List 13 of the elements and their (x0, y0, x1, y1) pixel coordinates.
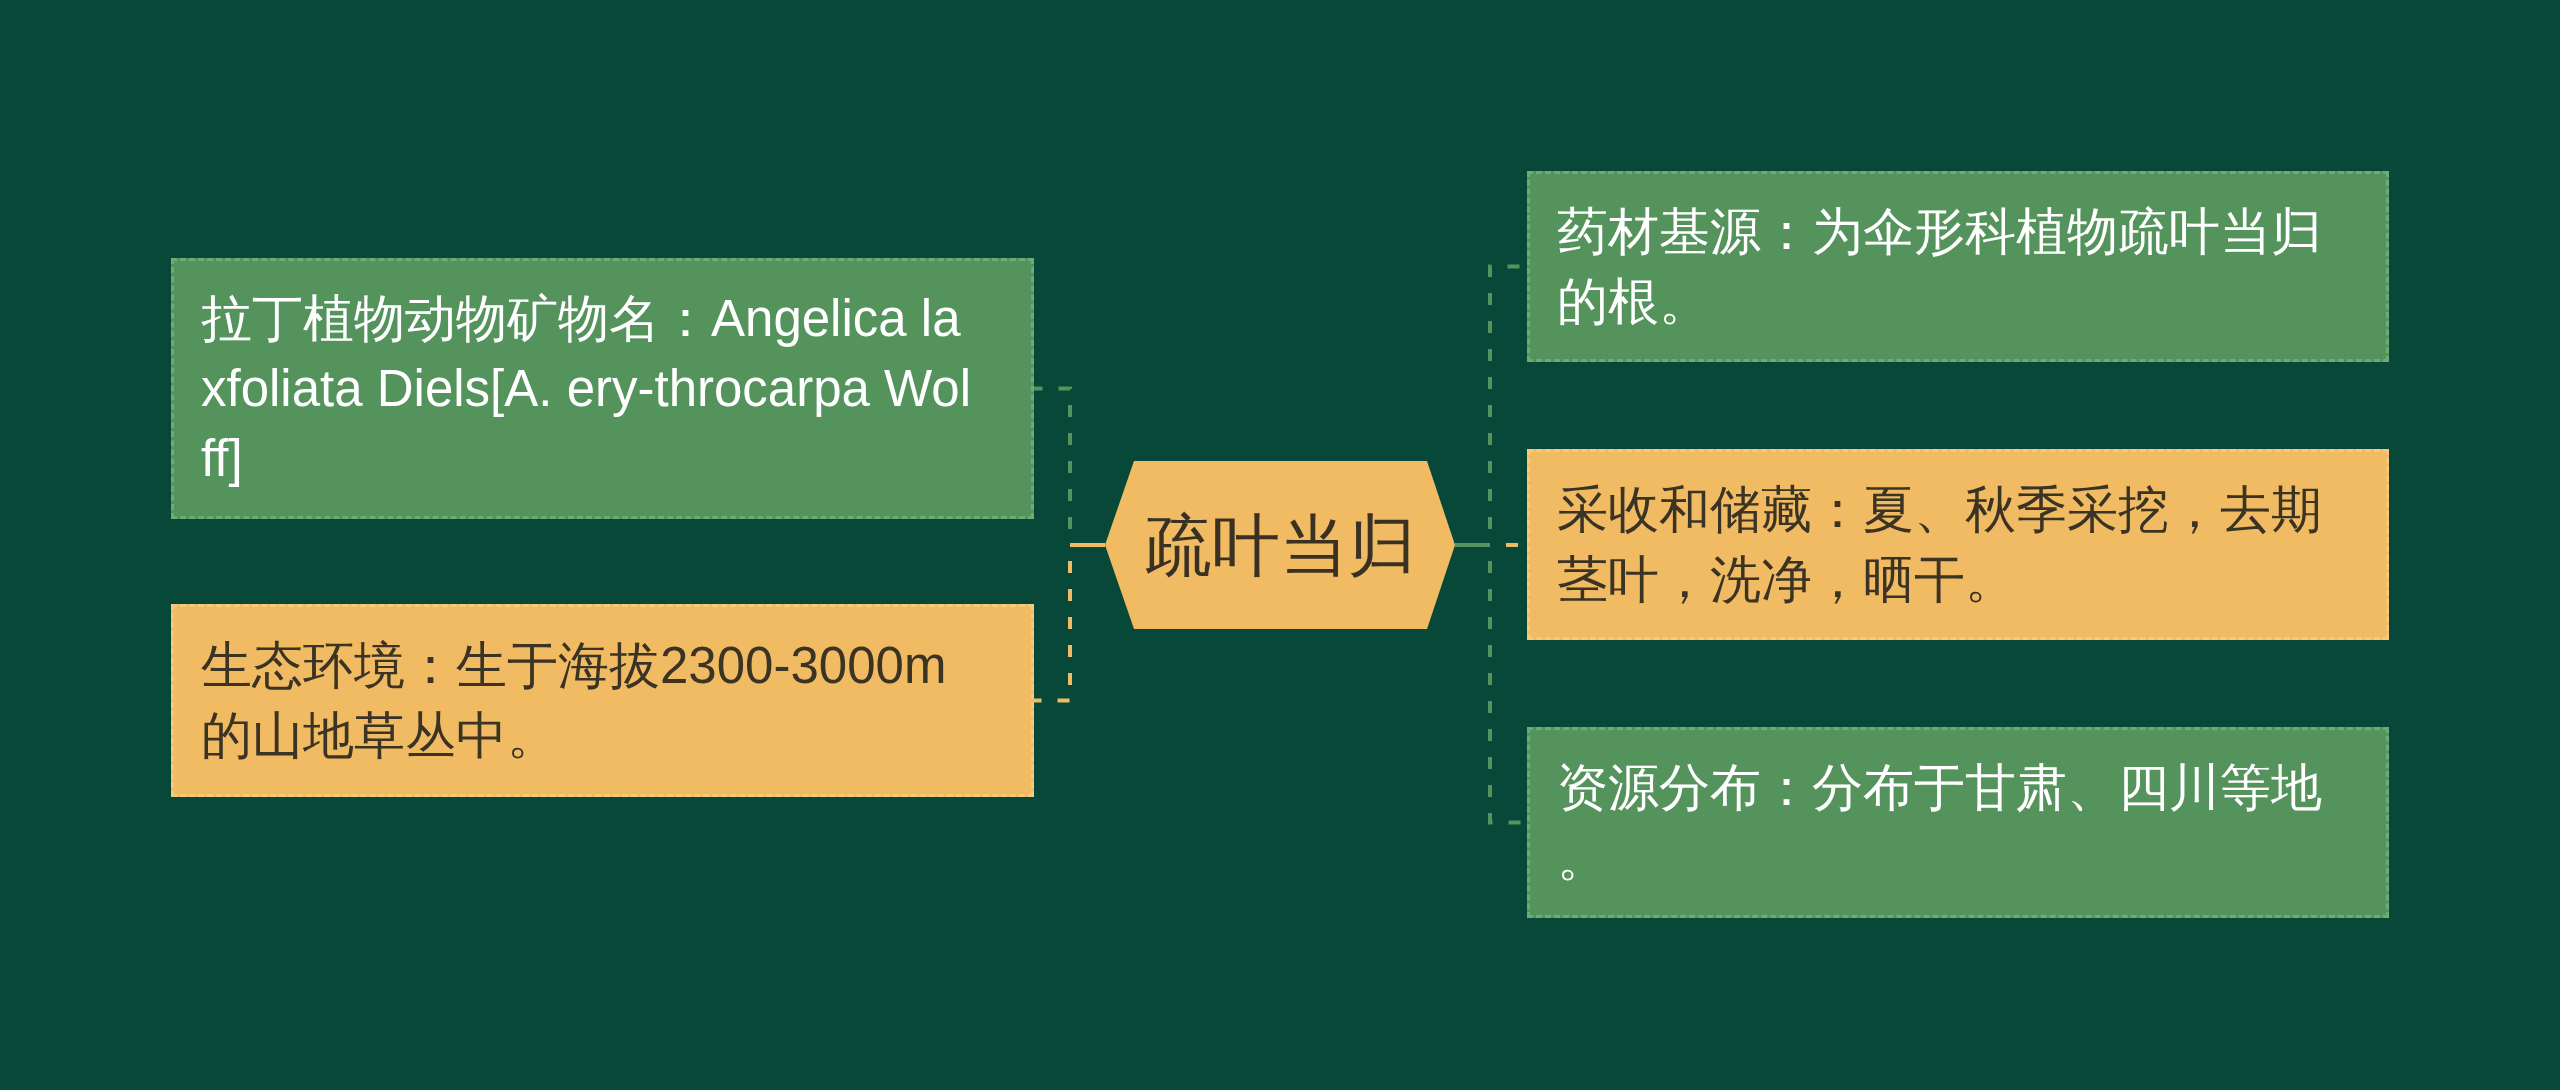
topic-card (171, 258, 1034, 519)
card-text: 采收和储藏：夏、秋季采挖，去期茎叶，洗净，晒干。 (1557, 479, 2323, 610)
topic-card (1527, 449, 2389, 640)
card-text: 药材基源：为伞形科植物疏叶当归的根。 (1557, 201, 2323, 332)
topic-title: 疏叶当归 (1144, 506, 1416, 585)
topic-card (1527, 171, 2389, 362)
card-text: 拉丁植物动物矿物名：Angelica laxfoliata Diels[A. ery-throcarpa Wolff] (201, 288, 972, 489)
topic-card (1527, 727, 2389, 918)
topic-card (171, 604, 1034, 797)
central-topic (1105, 461, 1455, 629)
connector-line (1034, 543, 1105, 703)
card-text: 资源分布：分布于甘肃、四川等地。 (1557, 757, 2323, 888)
card-text: 生态环境：生于海拔2300-3000m的山地草丛中。 (201, 635, 948, 766)
